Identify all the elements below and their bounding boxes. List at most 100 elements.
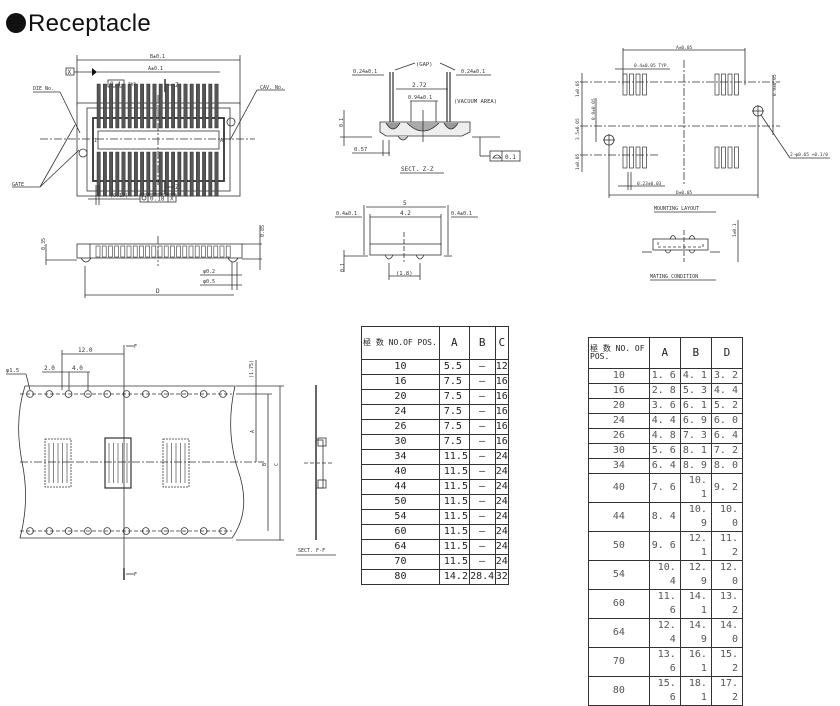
header-pos: 極 数 NO. OF POS. (588, 337, 650, 369)
header-c: C (494, 326, 510, 360)
table-cell-a: 7.5 (438, 404, 470, 420)
table-cell-a: 13. 6 (648, 647, 681, 677)
position-datum: X (170, 196, 174, 203)
table-cell-b: 8. 1 (679, 443, 712, 459)
dim-boss-02: φ0.2 (203, 269, 215, 275)
pin (146, 151, 151, 197)
section-z-mark-bottom: Z (175, 184, 179, 191)
table-cell-b: 12. 9 (679, 560, 712, 590)
table-cell-a: 1. 6 (648, 368, 681, 384)
table-cell-pos: 26 (588, 428, 650, 444)
table-cell-b: – (468, 419, 496, 435)
gap-right: 0.24±0.1 (461, 69, 485, 75)
side-rib (182, 245, 188, 258)
die-no-label: DIE No. (33, 86, 54, 92)
pin (195, 83, 200, 129)
section-zz: (GAP) 0.24±0.1 0.24±0.1 2.72 0.94±0.1 (V… (339, 62, 521, 174)
table-cell-pos: 60 (361, 524, 440, 540)
table-cell-pos: 54 (361, 509, 440, 525)
bullet-icon (6, 13, 26, 33)
end-view: 5 4.2 0.4±0.1 0.4±0.1 0.1 (1.8) (335, 200, 478, 280)
pin (158, 151, 163, 197)
pin-row-top (96, 83, 219, 129)
dim-height-035: 0.35 (41, 238, 47, 250)
ml-row-span: 3.5±0.05 (575, 118, 581, 140)
mating-condition: 1±0.1 MATING CONDITION (642, 220, 739, 281)
table-cell-a: 12. 4 (648, 618, 681, 648)
side-rib (145, 245, 150, 258)
side-rib (132, 245, 138, 258)
pinA-label: A (220, 138, 223, 144)
table-cell-d: 12. 0 (710, 560, 744, 590)
mounting-pad (721, 73, 726, 96)
table-cell-a: 11.5 (438, 464, 470, 480)
dim-offset: (0.17) (110, 193, 128, 199)
ml-holes: 2-φ0.65 +0.1/0 (790, 152, 828, 158)
side-view: 0.35 0.85 φ0.2 φ0.5 D (41, 225, 266, 298)
pin (127, 83, 132, 129)
pin (152, 151, 157, 197)
side-rib (151, 245, 157, 258)
pin (214, 151, 219, 197)
table-cell-a: 7.5 (438, 434, 470, 450)
table-cell-pos: 40 (361, 464, 440, 480)
table-cell-b: 8. 9 (679, 458, 712, 474)
pin (115, 151, 120, 197)
dim-end-height: 0.1 (340, 263, 346, 272)
ml-pad-len-bot: 1±0.05 (575, 153, 581, 170)
table-cell-b: 5. 3 (679, 383, 712, 399)
pin (115, 83, 120, 129)
tape-section-title: SECT. F-F (298, 548, 325, 554)
side-rib (95, 245, 101, 258)
page-title: Receptacle (6, 10, 151, 38)
dim-end-left: 0.4±0.1 (336, 211, 357, 217)
table-cell-c: 16 (494, 434, 510, 450)
table-cell-pos: 26 (361, 419, 440, 435)
table-cell-a: 9. 6 (648, 531, 681, 561)
table-cell-b: 10. 9 (679, 502, 712, 532)
table-header-row: 極 数 NO.OF POS. A B C (361, 326, 510, 360)
gap-left: 0.24±0.1 (353, 69, 377, 75)
table-cell-b: – (468, 434, 496, 450)
table-cell-b: – (468, 479, 496, 495)
table-cell-pos: 80 (588, 676, 650, 706)
mounting-pad (622, 73, 628, 96)
table-cell-d: 8. 0 (710, 458, 744, 474)
pin (202, 151, 206, 197)
table-cell-pos: 20 (588, 398, 650, 414)
table-cell-c: 24 (494, 509, 510, 525)
gap-label: (GAP) (416, 62, 433, 68)
side-rib (101, 245, 107, 258)
table-cell-c: 16 (494, 374, 510, 390)
pin (140, 83, 144, 129)
mounting-pad (629, 73, 634, 96)
table-cell-c: 12 (494, 359, 510, 375)
side-rib (201, 245, 206, 258)
table-cell-pos: 64 (588, 618, 650, 648)
mounting-pad (622, 146, 628, 169)
dim-pitch-typ: TYP (128, 82, 136, 88)
header-b: B (468, 326, 496, 360)
pin (177, 83, 182, 129)
table-cell-d: 3. 2 (710, 368, 744, 384)
pin (140, 151, 144, 197)
table-cell-c: 24 (494, 464, 510, 480)
table-cell-a: 7.5 (438, 389, 470, 405)
dim-272: 2.72 (412, 82, 427, 89)
table-cell-d: 6. 0 (710, 413, 744, 429)
mounting-pad (727, 73, 733, 96)
coplanarity-value: 0.1 (505, 154, 516, 161)
pin (171, 151, 175, 197)
tape-dim-C: C (274, 463, 280, 466)
table-cell-a: 8. 4 (648, 502, 681, 532)
mating-condition-title: MATING CONDITION (650, 274, 698, 280)
